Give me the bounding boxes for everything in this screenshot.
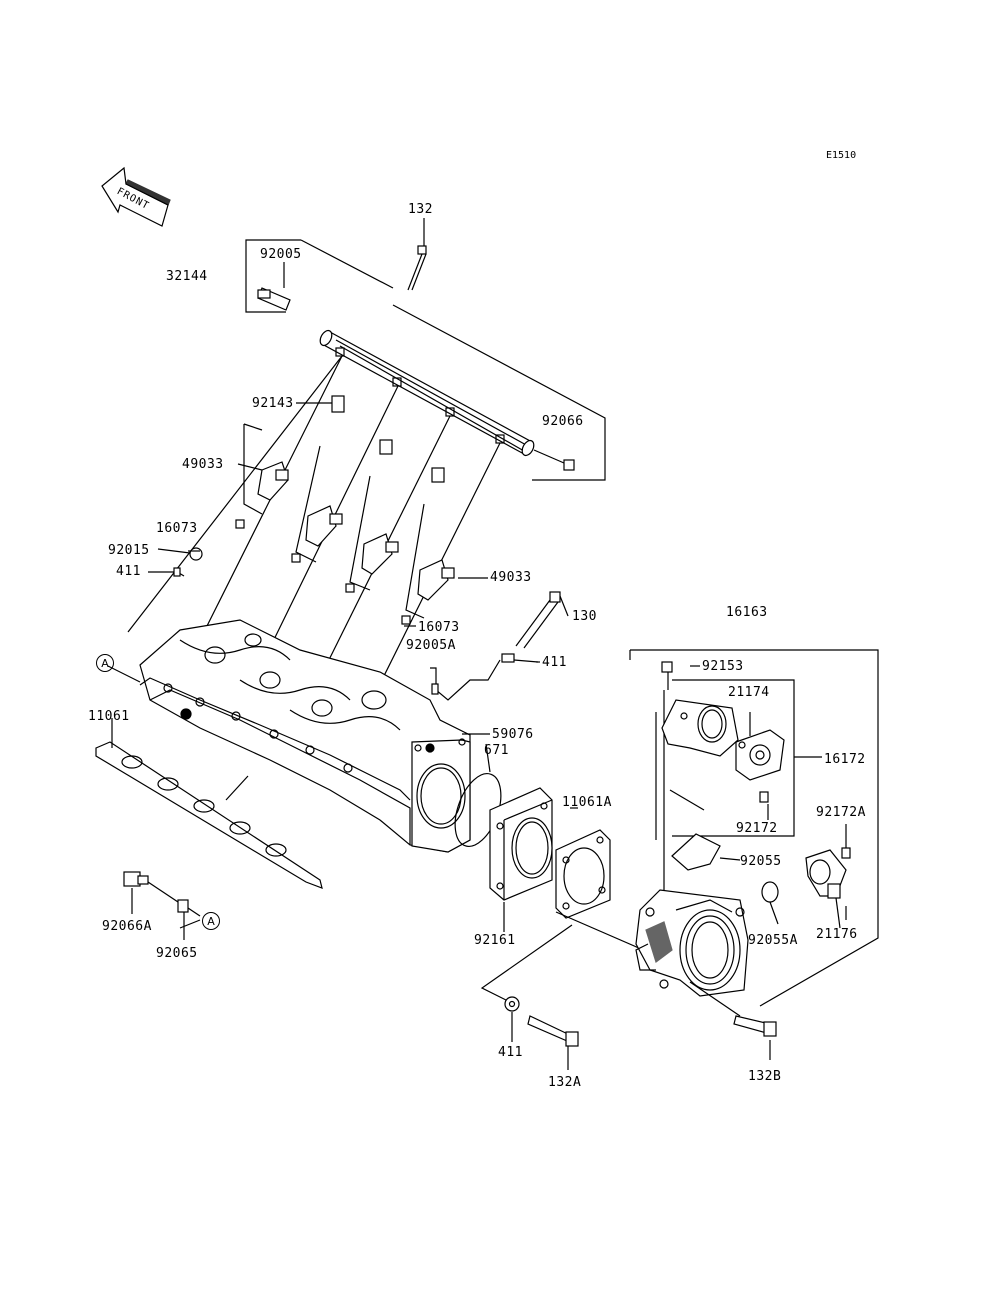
- label-32144: 32144: [166, 269, 208, 284]
- throttle-gasket: [555, 829, 611, 919]
- label-16163: 16163: [726, 605, 768, 620]
- fuel-rail-bracket: [245, 239, 606, 481]
- label-49033-right: 49033: [490, 570, 532, 585]
- label-92161: 92161: [474, 933, 516, 948]
- fuel-fitting: [257, 287, 291, 311]
- label-671: 671: [484, 743, 509, 758]
- injector-4: [401, 503, 455, 625]
- leader-lines: [107, 218, 847, 1070]
- label-411-bottom: 411: [498, 1045, 523, 1060]
- label-130: 130: [572, 609, 597, 624]
- label-92172a: 92172A: [816, 805, 866, 820]
- gasket-92055: [671, 833, 721, 871]
- label-92066: 92066: [542, 414, 584, 429]
- label-92143: 92143: [252, 396, 294, 411]
- label-59076: 59076: [492, 727, 534, 742]
- label-132b: 132B: [748, 1069, 782, 1084]
- throttle-body: [635, 889, 749, 997]
- idle-valve-housing: [661, 699, 739, 757]
- label-16073-mid: 16073: [418, 620, 460, 635]
- bolt-132a: [527, 1015, 579, 1047]
- label-21174: 21174: [728, 685, 770, 700]
- ref-marker-a-top: A: [96, 654, 114, 672]
- injector-2: [291, 445, 343, 563]
- bolt-132b: [689, 981, 777, 1037]
- diagram-code: E1510: [826, 150, 857, 161]
- throttle-sensor: [805, 849, 847, 929]
- label-21176: 21176: [816, 927, 858, 942]
- intake-manifold: [139, 619, 471, 853]
- label-92055a: 92055A: [748, 933, 798, 948]
- front-arrow-icon: [101, 166, 171, 227]
- bolt-132: [407, 245, 427, 291]
- label-132: 132: [408, 202, 433, 217]
- label-92172: 92172: [736, 821, 778, 836]
- label-92065: 92065: [156, 946, 198, 961]
- manifold-gasket: [95, 718, 323, 889]
- label-411-left: 411: [116, 564, 141, 579]
- label-92015: 92015: [108, 543, 150, 558]
- injector-3: [345, 475, 399, 593]
- label-92005a: 92005A: [406, 638, 456, 653]
- label-49033-top: 49033: [182, 457, 224, 472]
- injector-1: [235, 423, 289, 529]
- drain-plug: [123, 871, 201, 917]
- label-411-mid: 411: [542, 655, 567, 670]
- label-11061a: 11061A: [562, 795, 612, 810]
- label-16172: 16172: [824, 752, 866, 767]
- screw-92015: [188, 547, 203, 561]
- label-92055: 92055: [740, 854, 782, 869]
- label-92153: 92153: [702, 659, 744, 674]
- bolt-130: [515, 591, 561, 649]
- label-92066a: 92066A: [102, 919, 152, 934]
- idle-control-bracket: [669, 679, 822, 837]
- label-132a: 132A: [548, 1075, 582, 1090]
- ref-marker-a-bottom: A: [202, 912, 220, 930]
- label-11061: 11061: [88, 709, 130, 724]
- idle-valve: [735, 712, 785, 781]
- label-92005: 92005: [260, 247, 302, 262]
- throttle-spacer: [489, 787, 553, 901]
- fuel-rail: [319, 329, 535, 457]
- label-16073-top: 16073: [156, 521, 198, 536]
